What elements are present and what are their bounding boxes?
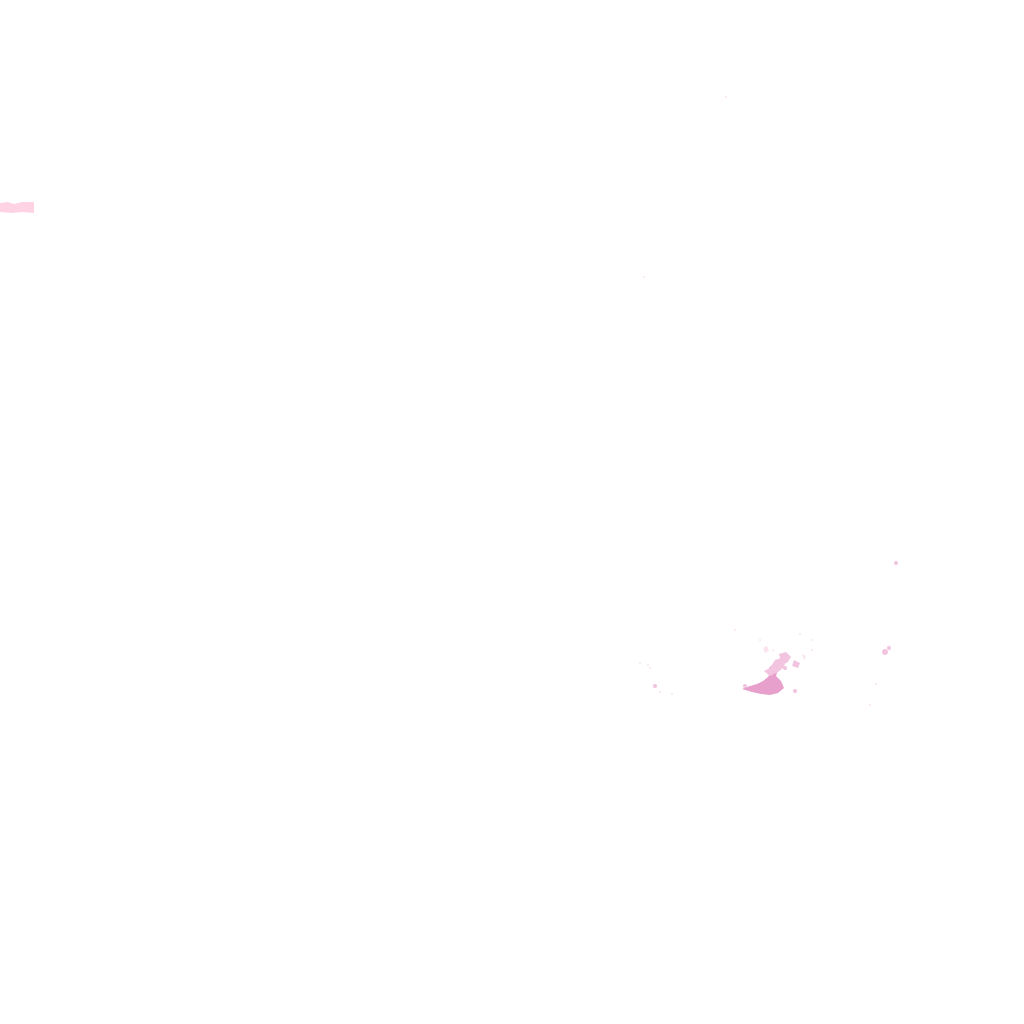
settlement-point [649,667,651,669]
settlement-point [811,649,813,651]
settlement-point [811,639,813,641]
settlement-point [671,693,673,695]
settlement-point [799,633,801,635]
settlement-point [772,649,774,651]
settlement-point [659,691,661,693]
settlement-point [725,96,727,98]
settlement-point [894,561,898,565]
settlement-point [743,684,747,688]
settlement-point [759,639,761,641]
dense-settlement-cluster [742,646,806,695]
settlement-point [647,664,649,666]
sparse-settlement-points [639,96,898,706]
pink-edge-band [0,202,34,213]
settlement-point [639,662,641,664]
settlement-point [869,704,871,706]
settlement-point [653,684,657,688]
settlement-point [882,649,888,655]
settlement-point [793,689,797,693]
settlement-point [875,683,877,685]
settlement-point [734,629,736,631]
settlement-point [887,646,891,650]
settlement-point [783,666,787,670]
settlement-point [643,276,645,278]
